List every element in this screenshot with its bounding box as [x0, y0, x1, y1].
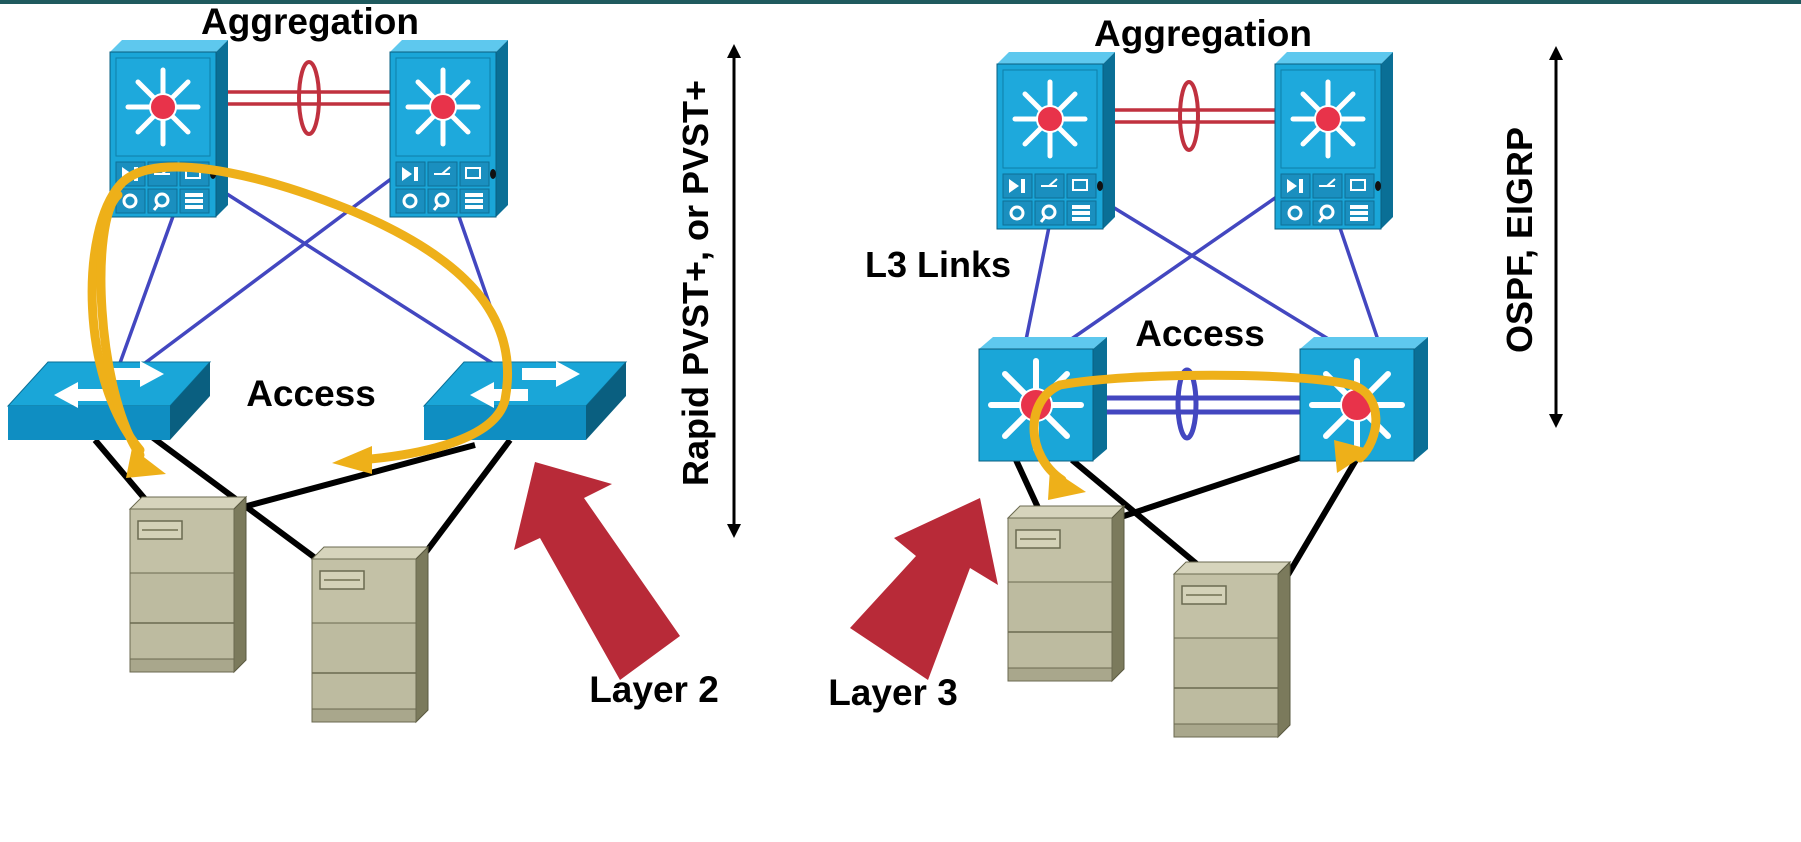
link-line	[231, 442, 476, 513]
flow-path	[87, 162, 513, 465]
port-channel-ellipse	[1178, 80, 1200, 152]
right-links	[1013, 80, 1380, 587]
server-right-2	[1173, 561, 1291, 738]
flow-path	[1029, 370, 1381, 485]
scope-arrow-head	[1549, 46, 1563, 60]
layer-3-arrow	[850, 498, 998, 680]
link-line	[1013, 458, 1043, 514]
access-switch-left-2	[423, 360, 627, 441]
aggregation-switch-right-1	[997, 52, 1115, 229]
server-left-1	[129, 496, 247, 673]
scope-arrow-head	[727, 524, 741, 538]
aggregation-switch-left-2	[390, 40, 508, 217]
flow-arrowhead	[126, 448, 166, 478]
left-aggregation-label: Aggregation	[201, 1, 419, 42]
server-left-2	[311, 546, 429, 723]
uplink-line	[204, 178, 501, 370]
link-line	[1111, 452, 1309, 523]
scope-arrow-head	[727, 44, 741, 58]
aggregation-switch-left-1	[110, 40, 228, 217]
traffic-flow-right	[1029, 370, 1381, 485]
layer-3-label: Layer 3	[828, 672, 958, 713]
left-protocol-label: Rapid PVST+, or PVST+	[675, 80, 716, 486]
layer-2-label: Layer 2	[589, 669, 719, 710]
left-links	[92, 60, 513, 563]
uplink-line	[1024, 221, 1052, 341]
port-channel-ellipse	[297, 60, 321, 136]
aggregation-switch-right-2	[1275, 52, 1393, 229]
right-aggregation-label: Aggregation	[1094, 13, 1312, 54]
right-protocol-label: OSPF, EIGRP	[1499, 127, 1540, 353]
link-line	[92, 438, 153, 507]
server-right-1	[1007, 505, 1125, 682]
scope-arrow-head	[1549, 414, 1563, 428]
layer-2-arrow	[514, 462, 680, 680]
flow-arrowhead	[1334, 440, 1372, 473]
flow-path	[96, 190, 145, 460]
link-line	[1279, 458, 1359, 587]
left-access-label: Access	[246, 373, 376, 414]
traffic-flow-left	[87, 162, 513, 465]
flow-arrowhead	[1048, 468, 1086, 500]
top-banner	[0, 0, 1801, 4]
uplink-line	[1069, 194, 1279, 342]
uplink-line	[1336, 221, 1380, 341]
uplink-line	[118, 207, 178, 364]
right-access-label: Access	[1135, 313, 1265, 354]
flow-arrowhead	[332, 446, 372, 474]
access-channel-ellipse	[1175, 367, 1199, 441]
access-switch-right-2	[1300, 337, 1428, 461]
l3-links-label: L3 Links	[865, 244, 1011, 285]
uplink-line	[1097, 196, 1331, 342]
link-line	[417, 438, 513, 562]
